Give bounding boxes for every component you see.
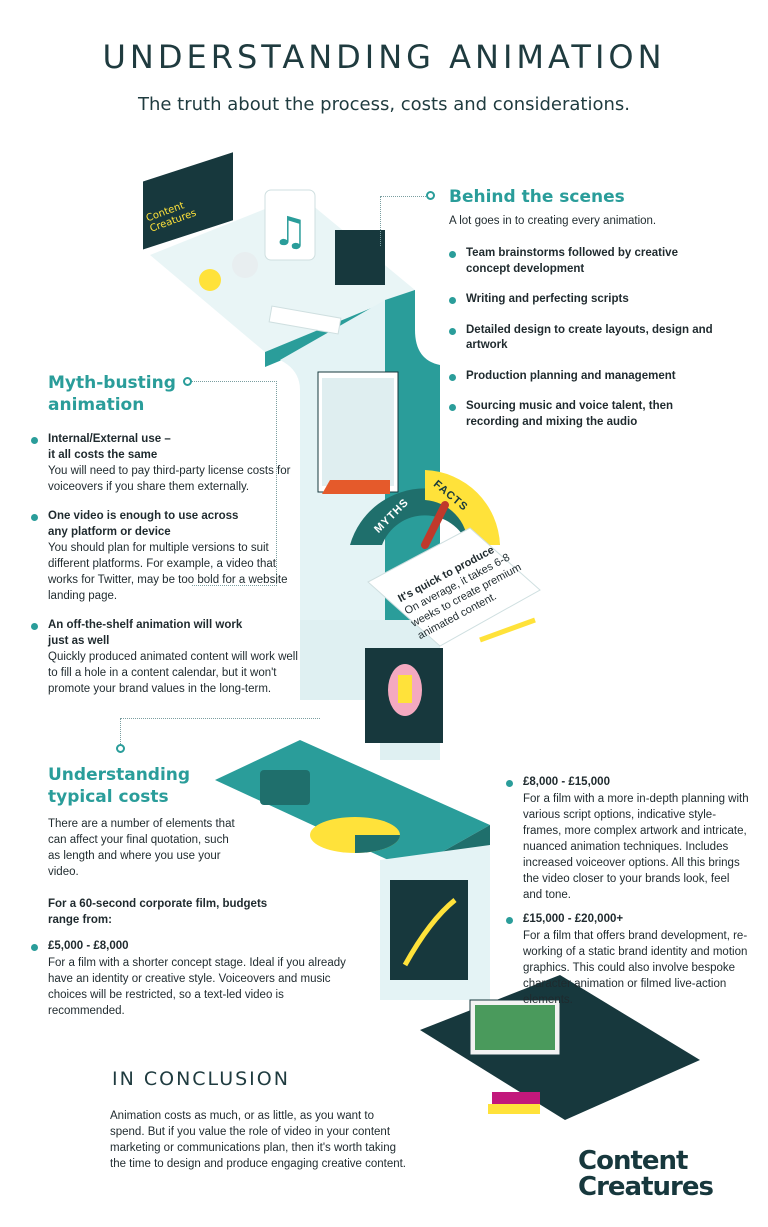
- myth-item: An off-the-shelf animation will work jus…: [31, 618, 306, 697]
- behind-dot: [426, 191, 435, 200]
- myth-heading-line2: animation: [48, 395, 145, 415]
- myth-item-title: any platform or device: [48, 525, 171, 538]
- behind-intro: A lot goes in to creating every animatio…: [449, 215, 657, 227]
- costs-budget-label: For a 60-second corporate film, budgets …: [48, 898, 268, 926]
- costs-dot: [116, 744, 125, 753]
- behind-item: Sourcing music and voice talent, then re…: [449, 399, 714, 430]
- page-title: UNDERSTANDING ANIMATION: [0, 38, 768, 80]
- behind-item: Detailed design to create layouts, desig…: [449, 323, 714, 354]
- myth-item-title: Internal/External use –: [48, 433, 171, 445]
- footer-logo-line2: Creatures: [578, 1172, 714, 1202]
- behind-item: Writing and perfecting scripts: [449, 292, 714, 308]
- myth-note-paper: [367, 527, 541, 647]
- behind-item: Team brainstorms followed by creative co…: [449, 246, 714, 277]
- behind-item-text: Production planning and management: [466, 369, 676, 382]
- cost-tier-bullet: £5,000 - £8,000 For a film with a shorte…: [31, 939, 351, 1019]
- behind-item-text: Team brainstorms followed by creative co…: [466, 247, 678, 275]
- cost-tier: £15,000 - £20,000+ For a film that offer…: [506, 912, 751, 1008]
- myth-heading-line1: Myth-busting: [48, 373, 176, 393]
- laptop-screen: [143, 152, 233, 250]
- cost-tier-range: £5,000 - £8,000: [48, 940, 129, 952]
- page-subtitle: The truth about the process, costs and c…: [137, 94, 631, 115]
- cost-tier-bullet: £8,000 - £15,000 For a film with a more …: [506, 775, 751, 903]
- myth-item-desc: You will need to pay third-party license…: [48, 465, 291, 493]
- behind-item-text: Sourcing music and voice talent, then re…: [466, 400, 674, 428]
- myth-list: Internal/External use – it all costs the…: [31, 432, 306, 697]
- page-title-text: UNDERSTANDING ANIMATION: [96, 38, 672, 80]
- costs-intro: There are a number of elements that can …: [48, 818, 235, 878]
- myth-item-desc: You should plan for multiple versions to…: [48, 542, 288, 602]
- cost-tier: £8,000 - £15,000 For a film with a more …: [506, 775, 751, 903]
- cost-tier: £5,000 - £8,000 For a film with a shorte…: [31, 939, 351, 1019]
- cost-tier-desc: For a film that offers brand development…: [523, 929, 748, 1006]
- myth-connector: [192, 381, 277, 586]
- behind-connector: [380, 196, 426, 246]
- behind-item-text: Detailed design to create layouts, desig…: [466, 323, 713, 352]
- cost-tier-range: £8,000 - £15,000: [523, 776, 610, 788]
- behind-heading: Behind the scenes: [449, 187, 625, 207]
- svg-text:♫: ♫: [272, 209, 308, 255]
- costs-heading: Understanding typical costs: [48, 764, 190, 808]
- myth-item-title: it all costs the same: [48, 448, 158, 461]
- myth-heading: Myth-busting animation: [48, 372, 176, 416]
- myth-item-title: One video is enough to use across: [48, 510, 239, 522]
- cost-tier-desc: For a film with a shorter concept stage.…: [48, 956, 346, 1017]
- costs-connector: [120, 718, 320, 748]
- myth-item-desc: Quickly produced animated content will w…: [48, 651, 298, 695]
- myth-item-title: just as well: [48, 634, 110, 647]
- top-platform: [150, 195, 415, 352]
- conclusion-body: Animation costs as much, or as little, a…: [110, 1110, 407, 1170]
- myth-item-title: An off-the-shelf animation will work: [48, 619, 243, 631]
- cost-tier-desc: For a film with a more in-depth planning…: [523, 792, 749, 901]
- conclusion-heading: IN CONCLUSION: [108, 1068, 294, 1092]
- conclusion-heading-text: IN CONCLUSION: [108, 1068, 294, 1092]
- behind-list: Team brainstorms followed by creative co…: [449, 246, 714, 430]
- behind-item-text: Writing and perfecting scripts: [466, 293, 629, 305]
- myth-dot: [183, 377, 192, 386]
- footer-logo: Content Creatures: [578, 1146, 714, 1202]
- costs-heading-line2: typical costs: [48, 787, 169, 807]
- costs-heading-line1: Understanding: [48, 765, 191, 785]
- footer-logo-line1: Content: [578, 1146, 688, 1176]
- myth-item: One video is enough to use across any pl…: [31, 509, 306, 604]
- behind-item: Production planning and management: [449, 369, 714, 385]
- myth-item: Internal/External use – it all costs the…: [31, 432, 306, 495]
- cost-tier-range: £15,000 - £20,000+: [523, 913, 624, 925]
- cost-tier-bullet: £15,000 - £20,000+ For a film that offer…: [506, 912, 751, 1008]
